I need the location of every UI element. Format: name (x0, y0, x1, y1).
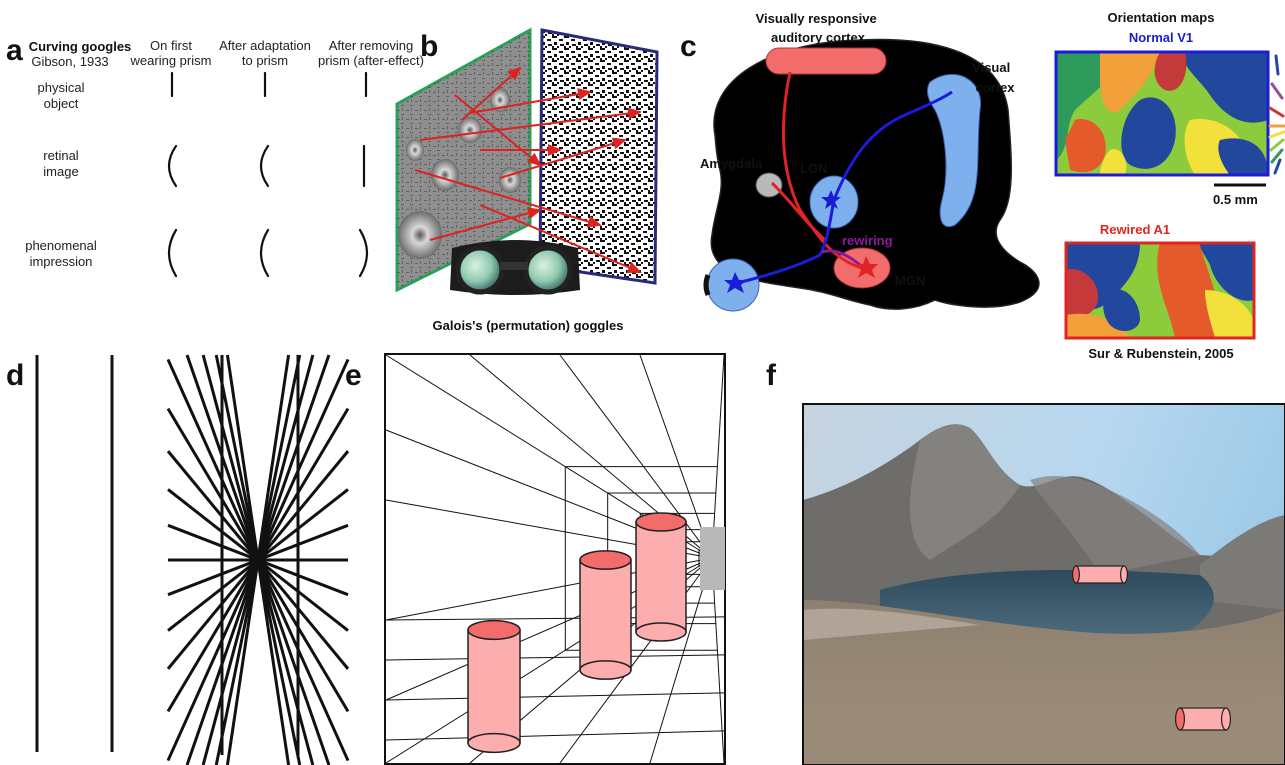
scale-label: 0.5 mm (1213, 192, 1258, 207)
panel-letter-b: b (420, 30, 438, 63)
panel-a-subtitle: Gibson, 1933 (31, 54, 108, 69)
cylinder-middle (579, 550, 632, 680)
label-rewiring: rewiring (842, 233, 893, 248)
panel-b: b Ga (395, 27, 659, 333)
panel-c: c Visually responsive auditory cortex Vi… (680, 10, 1285, 361)
cylinders (467, 512, 687, 754)
label-mgn: MGN (895, 273, 925, 288)
citation: Sur & Rubenstein, 2005 (1088, 346, 1233, 361)
normal-v1-map (1054, 50, 1270, 177)
vanishing-door (700, 527, 725, 590)
label-lgn: LGN (800, 161, 827, 176)
mgn-star-icon (855, 256, 878, 278)
rewired-a1-map (1064, 241, 1256, 340)
natural-image (395, 27, 532, 293)
label-visual-cortex: Visual cortex (972, 60, 1015, 95)
hering-illusion (166, 354, 350, 765)
visual-cortex (927, 73, 981, 228)
rewiring-path (821, 249, 861, 267)
photo-cylinders (1071, 565, 1231, 731)
goggles-icon (450, 240, 580, 295)
panel-letter-f: f (766, 359, 777, 392)
amygdala (755, 172, 783, 198)
maps-title: Orientation maps (1108, 10, 1215, 25)
landscape-photo (802, 403, 1285, 765)
panel-letter-a: a (6, 34, 23, 67)
lgn-star-icon (821, 190, 841, 209)
far-cylinder (1071, 565, 1128, 584)
label-amygdala: Amygdala (700, 156, 763, 171)
normal-v1-title: Normal V1 (1129, 30, 1193, 45)
panel-b-caption: Galois's (permutation) goggles (433, 318, 624, 333)
panel-f: f (766, 359, 1285, 765)
permutation-arrows (414, 66, 642, 273)
radial-line (225, 354, 291, 765)
panel-letter-d: d (6, 359, 24, 392)
cylinder-far (635, 512, 687, 642)
cylinder-near (467, 619, 521, 754)
auditory-cortex (765, 47, 887, 75)
panel-e: e (345, 353, 726, 765)
panel-d: d (6, 354, 350, 765)
label-auditory-cortex: Visually responsive auditory cortex (756, 11, 881, 45)
orientation-legend (1268, 54, 1285, 175)
auditory-pathway (770, 71, 863, 270)
near-cylinder (1174, 707, 1231, 731)
rewired-a1-title: Rewired A1 (1100, 222, 1170, 237)
panel-a-title: Curving googles (29, 39, 132, 54)
panel-letter-c: c (680, 30, 697, 63)
panel-letter-e: e (345, 359, 362, 392)
prism-strokes (167, 71, 369, 278)
eye-star-icon (724, 272, 747, 293)
scrambled-image (538, 28, 659, 285)
